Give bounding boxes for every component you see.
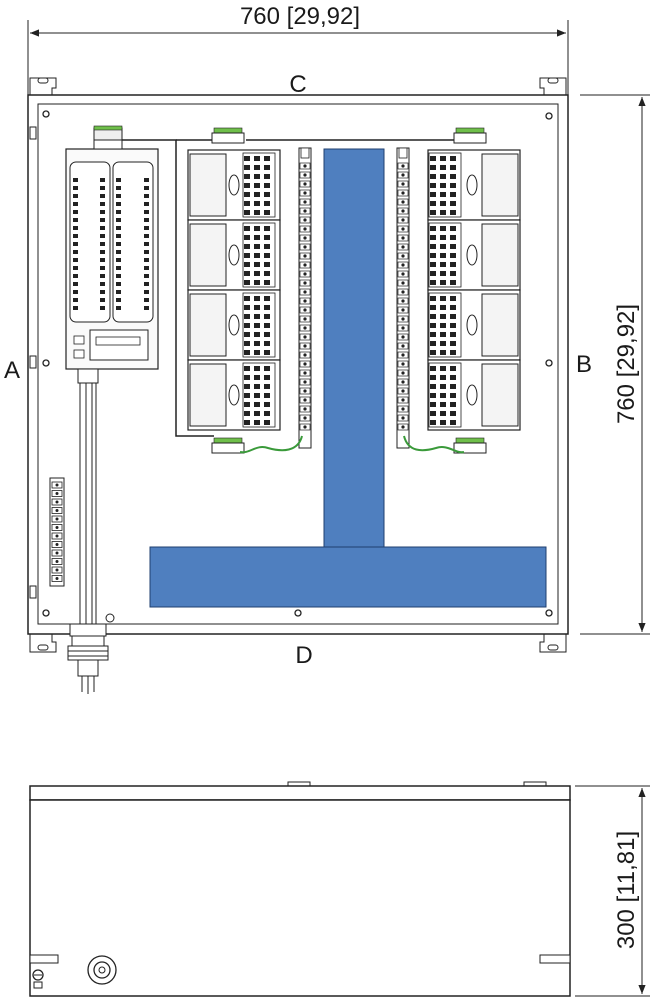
mounting-holes: [42, 110, 553, 617]
vertical-blue-rail: [323, 148, 385, 550]
height-dimension-label: 760 [29,92]: [613, 304, 640, 424]
green-cables: [239, 435, 465, 454]
height-dimension: 760 [29,92]: [580, 94, 650, 635]
depth-dimension-label: 300 [11,81]: [613, 831, 640, 949]
controller-cable-duct: [77, 368, 99, 625]
width-dimension-label: 760 [29,92]: [240, 3, 360, 30]
front-view: 760 [29,92] 760 [29,92] C A B D: [4, 3, 650, 694]
depth-dimension: 300 [11,81]: [575, 785, 650, 997]
side-label-top: C: [289, 71, 306, 98]
io-modules-right: [427, 127, 521, 454]
din-terminal-rail-right: [396, 147, 410, 449]
side-view-lid: [29, 785, 571, 801]
side-view-body: [29, 799, 571, 997]
side-view: 300 [11,81]: [29, 781, 650, 997]
horizontal-blue-rail: [149, 546, 547, 608]
io-modules-left: [187, 127, 281, 454]
side-label-left: A: [4, 357, 20, 384]
cable-gland: [67, 613, 115, 694]
mounting-brackets: [29, 77, 567, 653]
side-label-bottom: D: [295, 642, 312, 669]
controller-unit: [65, 125, 159, 370]
din-terminal-rail-left: [298, 147, 312, 449]
width-dimension: 760 [29,92]: [27, 3, 569, 95]
side-label-right: B: [576, 351, 592, 378]
terminal-strip-lower-left: [49, 477, 65, 587]
